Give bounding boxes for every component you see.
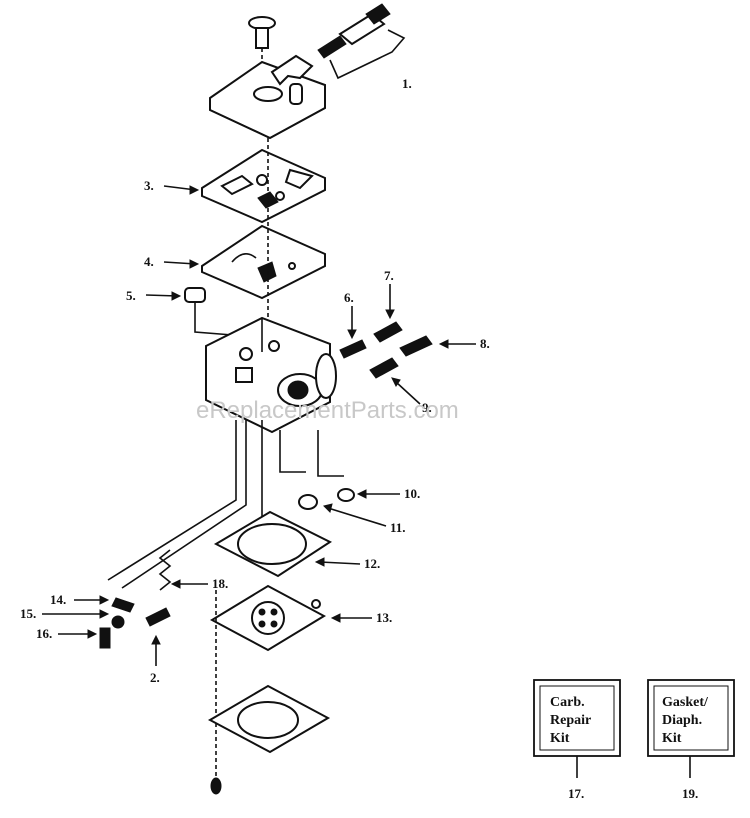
callout-8: 8.	[480, 336, 490, 351]
callout-5: 5.	[126, 288, 136, 303]
carburetor-body	[205, 316, 337, 434]
callout-12: 12.	[364, 556, 380, 571]
callout-19: 19.	[682, 786, 698, 801]
kit-text-line: Kit	[550, 731, 570, 746]
callout-18: 18.	[212, 576, 228, 591]
needle-seat	[184, 287, 246, 337]
spring-and-pins	[99, 549, 172, 649]
gasket-diaph-kit-box: Gasket/ Diaph. Kit	[647, 679, 735, 757]
kit-text-line: Diaph.	[662, 713, 702, 728]
callout-labels: 1. 2. 3. 4. 5. 6. 7. 8. 9. 10. 11. 12. 1…	[20, 76, 698, 801]
callout-15: 15.	[20, 606, 36, 621]
kit-text-line: Gasket/	[662, 695, 709, 710]
carb-repair-kit-box: Carb. Repair Kit	[533, 679, 621, 757]
fuel-inlet-screw	[317, 3, 406, 80]
pump-diaphragm	[209, 584, 327, 652]
diaphragm-plate	[201, 224, 326, 300]
callout-6: 6.	[344, 290, 354, 305]
callout-9: 9.	[422, 400, 432, 415]
bottom-cover	[207, 590, 331, 795]
callout-3: 3.	[144, 178, 154, 193]
carburetor-cover	[209, 16, 326, 140]
callout-2: 2.	[150, 670, 160, 685]
callout-16: 16.	[36, 626, 52, 641]
small-plug	[298, 494, 318, 510]
watermark: eReplacementParts.com	[196, 397, 459, 424]
callout-17: 17.	[568, 786, 584, 801]
lower-gasket	[213, 510, 333, 578]
callout-1: 1.	[402, 76, 412, 91]
callout-14: 14.	[50, 592, 66, 607]
gasket-plate	[201, 148, 326, 224]
kit-text-line: Kit	[662, 731, 682, 746]
callout-11: 11.	[390, 520, 406, 535]
adjustment-needles	[339, 321, 433, 379]
kit-text-line: Carb.	[550, 695, 585, 710]
small-washer	[337, 488, 355, 502]
callout-10: 10.	[404, 486, 420, 501]
callout-4: 4.	[144, 254, 154, 269]
callout-arrows	[42, 185, 691, 778]
callout-13: 13.	[376, 610, 392, 625]
kit-text-line: Repair	[550, 713, 591, 728]
callout-7: 7.	[384, 268, 394, 283]
